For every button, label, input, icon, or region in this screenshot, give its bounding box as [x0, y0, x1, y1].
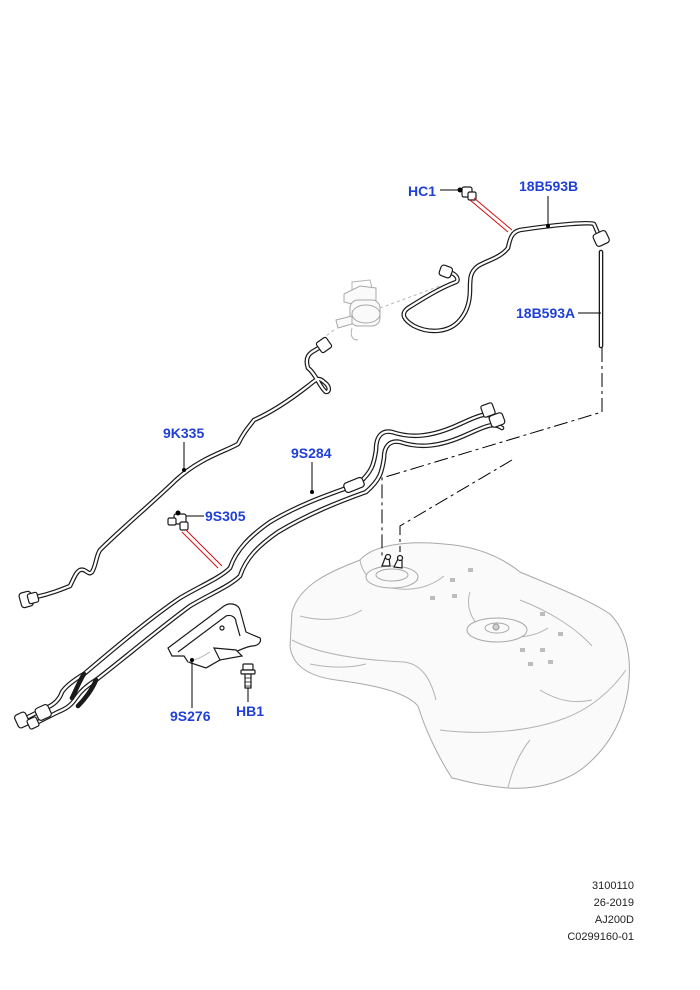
callout-9s305: 9S305	[205, 508, 246, 524]
fuel-pipe-9k335	[18, 336, 333, 609]
bolt-hb1	[240, 663, 256, 689]
callout-18b593b: 18B593B	[519, 178, 578, 194]
fuel-filter-bracket	[325, 279, 441, 341]
drawing-number: 3100110	[591, 880, 634, 892]
callout-9k335: 9K335	[163, 425, 204, 441]
callout-hc1: HC1	[408, 183, 436, 199]
callout-9s284: 9S284	[291, 445, 332, 461]
fuel-pipe-18b593b	[401, 220, 610, 334]
drawing-info-block: 3100110 26-2019 AJ200D C0299160-01	[567, 878, 634, 946]
relation-lines	[181, 197, 513, 569]
clip-hc1	[457, 186, 477, 201]
drawing-date-code: 26-2019	[593, 897, 634, 909]
fuel-pipe-assembly-9s284	[13, 402, 506, 730]
illustration-id: C0299160-01	[567, 931, 634, 943]
fuel-tank-ghost	[289, 542, 630, 789]
engine-code: AJ200D	[594, 914, 634, 926]
assembly-centerlines	[381, 348, 603, 558]
clip-9s305	[167, 510, 189, 531]
callout-18b593a: 18B593A	[516, 305, 575, 321]
callout-hb1: HB1	[236, 703, 264, 719]
callout-labels: HC1 18B593B 18B593A 9K335 9S284 9S305 9S…	[163, 178, 578, 724]
heat-shield-9s276	[167, 603, 262, 669]
leader-lines	[182, 189, 601, 708]
callout-9s276: 9S276	[170, 708, 211, 724]
